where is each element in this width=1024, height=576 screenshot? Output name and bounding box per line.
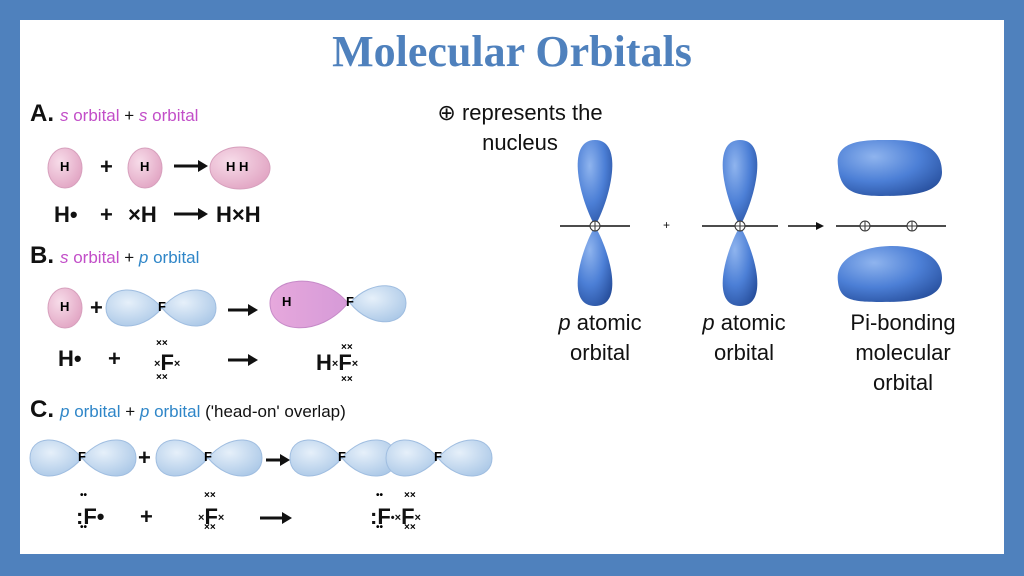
s-orbital-h2 (127, 147, 163, 189)
hf-f-label: F (346, 294, 354, 309)
p-orbital-overlap (289, 439, 493, 477)
caption-pi-bonding: Pi-bonding molecular orbital (850, 310, 956, 395)
f-label-c1: F (78, 449, 86, 464)
s-orbital-hh (209, 146, 271, 190)
s-orbital-h1 (47, 147, 83, 189)
h-label-1: H (60, 159, 70, 174)
arrow-b2 (228, 354, 258, 366)
f-label-b: F (158, 299, 166, 314)
plus-c2: + (140, 504, 153, 529)
p-atomic-orbital-1 (560, 140, 630, 306)
lewis-hf: H×F× (316, 350, 359, 375)
pi-bonding-molecular-orbital (836, 139, 946, 302)
f-label-c3: F (338, 449, 346, 464)
h-label-2: H (140, 159, 150, 174)
lewis-h-left: H• (54, 202, 78, 227)
arrow-b1 (228, 304, 258, 316)
lewis-f-c1: :F• (76, 504, 105, 529)
lewis-f-c1-dots-bottom: •• (80, 522, 88, 533)
section-b-letter: B. (30, 242, 54, 269)
section-c-label: p orbital + p orbital ('head-on' overlap… (60, 402, 346, 421)
lewis-hf-dots-top: ×× (341, 342, 353, 353)
f-label-c2: F (204, 449, 212, 464)
plus-c1: + (138, 445, 151, 470)
section-b-label: s orbital + p orbital (60, 248, 200, 267)
arrow-c1 (266, 454, 290, 466)
hf-h-label: H (282, 294, 292, 309)
hf-orbital (269, 280, 407, 329)
plus-pi: + (663, 218, 671, 232)
lewis-h-right: ×H (128, 202, 157, 227)
lewis-f2-dots-top-2: ×× (404, 490, 416, 501)
section-a-label: s orbital + s orbital (60, 106, 199, 125)
diagram-graphics (29, 139, 946, 524)
lewis-f2: :F•×F× (370, 504, 421, 529)
p-orbital-f1 (29, 439, 137, 477)
lewis-f-c2: ×F× (198, 504, 225, 529)
lewis-f2-dots-bottom-2: ×× (404, 522, 416, 533)
lewis-h-b: H• (58, 346, 82, 371)
lewis-h2: H×H (216, 202, 261, 227)
p-orbital-f-b (105, 289, 217, 327)
h-label-b: H (60, 299, 70, 314)
lewis-f-c2-dots-top: ×× (204, 490, 216, 501)
lewis-f-b-dots-top: ×× (156, 338, 168, 349)
lewis-f-b-dots-bottom: ×× (156, 372, 168, 383)
s-orbital-h-b (47, 287, 83, 329)
slide: Molecular Orbitals (20, 20, 1004, 554)
arrow-pi (788, 222, 824, 230)
nucleus-note: ⊕ represents the nucleus (437, 100, 603, 155)
p-atomic-orbital-2 (702, 140, 778, 306)
section-a-letter: A. (30, 100, 54, 127)
lewis-f-b: ×F× (154, 350, 181, 375)
plus-b2: + (108, 346, 121, 371)
plus-a1: + (100, 154, 113, 179)
arrow-a2 (174, 208, 208, 220)
arrow-c2 (260, 512, 292, 524)
f-label-c4: F (434, 449, 442, 464)
caption-p-atomic-1: p atomic orbital (558, 310, 642, 365)
plus-a2: + (100, 202, 113, 227)
hh-label: H H (226, 159, 249, 174)
slide-title: Molecular Orbitals (332, 27, 692, 76)
section-c-letter: C. (30, 396, 54, 423)
lewis-f-c1-dots-top: •• (80, 490, 88, 501)
caption-p-atomic-2: p atomic orbital (702, 310, 786, 365)
nucleus-symbol-icon: ⊕ (437, 100, 456, 125)
lewis-f2-dots-bottom-1: •• (376, 522, 384, 533)
lewis-hf-dots-bottom: ×× (341, 374, 353, 385)
lewis-f-c2-dots-bottom: ×× (204, 522, 216, 533)
arrow-a1 (174, 160, 208, 172)
plus-b1: + (90, 295, 103, 320)
lewis-f2-dots-top-1: •• (376, 490, 384, 501)
p-orbital-f2 (155, 439, 263, 477)
